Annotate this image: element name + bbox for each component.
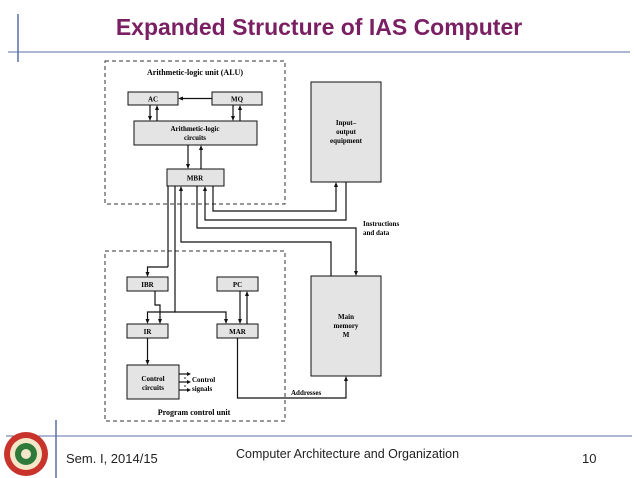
memory-label-line2: memory	[334, 322, 359, 330]
mq-label: MQ	[231, 96, 244, 104]
ctrl-label-line2: circuits	[142, 384, 164, 392]
ctrl-label-line1: Control	[141, 375, 164, 383]
arithmetic-logic-circuits	[133, 120, 258, 146]
control-signals-label-line2: signals	[192, 385, 213, 393]
alc-label-line2: circuits	[184, 134, 206, 142]
mbr-register	[166, 168, 225, 187]
footer-course-title: Computer Architecture and Organization	[236, 447, 460, 461]
university-seal-logo	[4, 432, 48, 476]
io-label-line2: output	[336, 128, 357, 136]
slide-title: Expanded Structure of IAS Computer	[115, 14, 523, 40]
page-number: 10	[582, 451, 597, 466]
memory-label-line3: M	[343, 331, 350, 339]
pc-label: PC	[233, 281, 242, 289]
main-memory	[310, 275, 382, 377]
footer-semester: Sem. I, 2014/15	[66, 451, 158, 466]
ac-label: AC	[148, 96, 158, 104]
connection-lines	[145, 96, 358, 399]
io-label-line3: equipment	[330, 137, 363, 145]
addresses-label: Addresses	[291, 389, 321, 397]
mar-label: MAR	[229, 328, 247, 336]
instructions-label-line1: Instructions	[363, 220, 399, 228]
ir-label: IR	[144, 328, 153, 336]
alc-label-line1: Arithmetic-logic	[171, 125, 220, 133]
ibr-label: IBR	[141, 281, 154, 289]
control-signals-label-line1: Control	[192, 376, 215, 384]
io-label-line1: Input–	[336, 119, 357, 127]
control-signal-arrows	[179, 372, 191, 392]
io-equipment	[310, 81, 382, 183]
pcu-label: Program control unit	[158, 408, 231, 417]
alu-group	[104, 60, 286, 205]
instructions-label-line2: and data	[363, 229, 390, 237]
pc-register	[216, 276, 259, 292]
alu-label: Arithmetic-logic unit (ALU)	[147, 68, 243, 77]
memory-label-line1: Main	[338, 313, 354, 321]
mbr-label: MBR	[187, 175, 204, 183]
